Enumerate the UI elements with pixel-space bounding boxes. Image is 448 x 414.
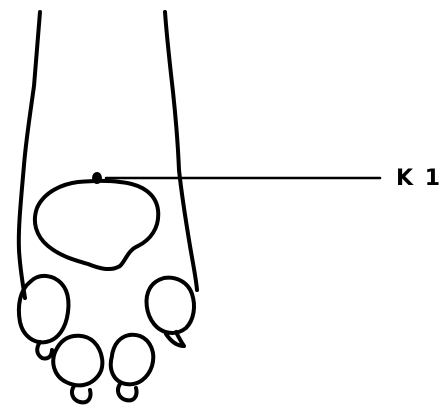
toe-pad-left-outer [19, 276, 69, 342]
leg-right-outline [165, 12, 197, 290]
metacarpal-pad [35, 181, 158, 269]
claw-left-outer [37, 342, 52, 359]
leg-left-outline [19, 12, 40, 298]
claw-right-inner [118, 384, 137, 400]
k1-label: K 1 [396, 166, 442, 191]
k1-point-marker [92, 172, 102, 184]
toe-pad-left-inner [53, 336, 102, 386]
toe-pad-right-outer [147, 278, 194, 333]
claw-left-inner [72, 386, 91, 402]
toe-pad-right-inner [111, 335, 153, 385]
